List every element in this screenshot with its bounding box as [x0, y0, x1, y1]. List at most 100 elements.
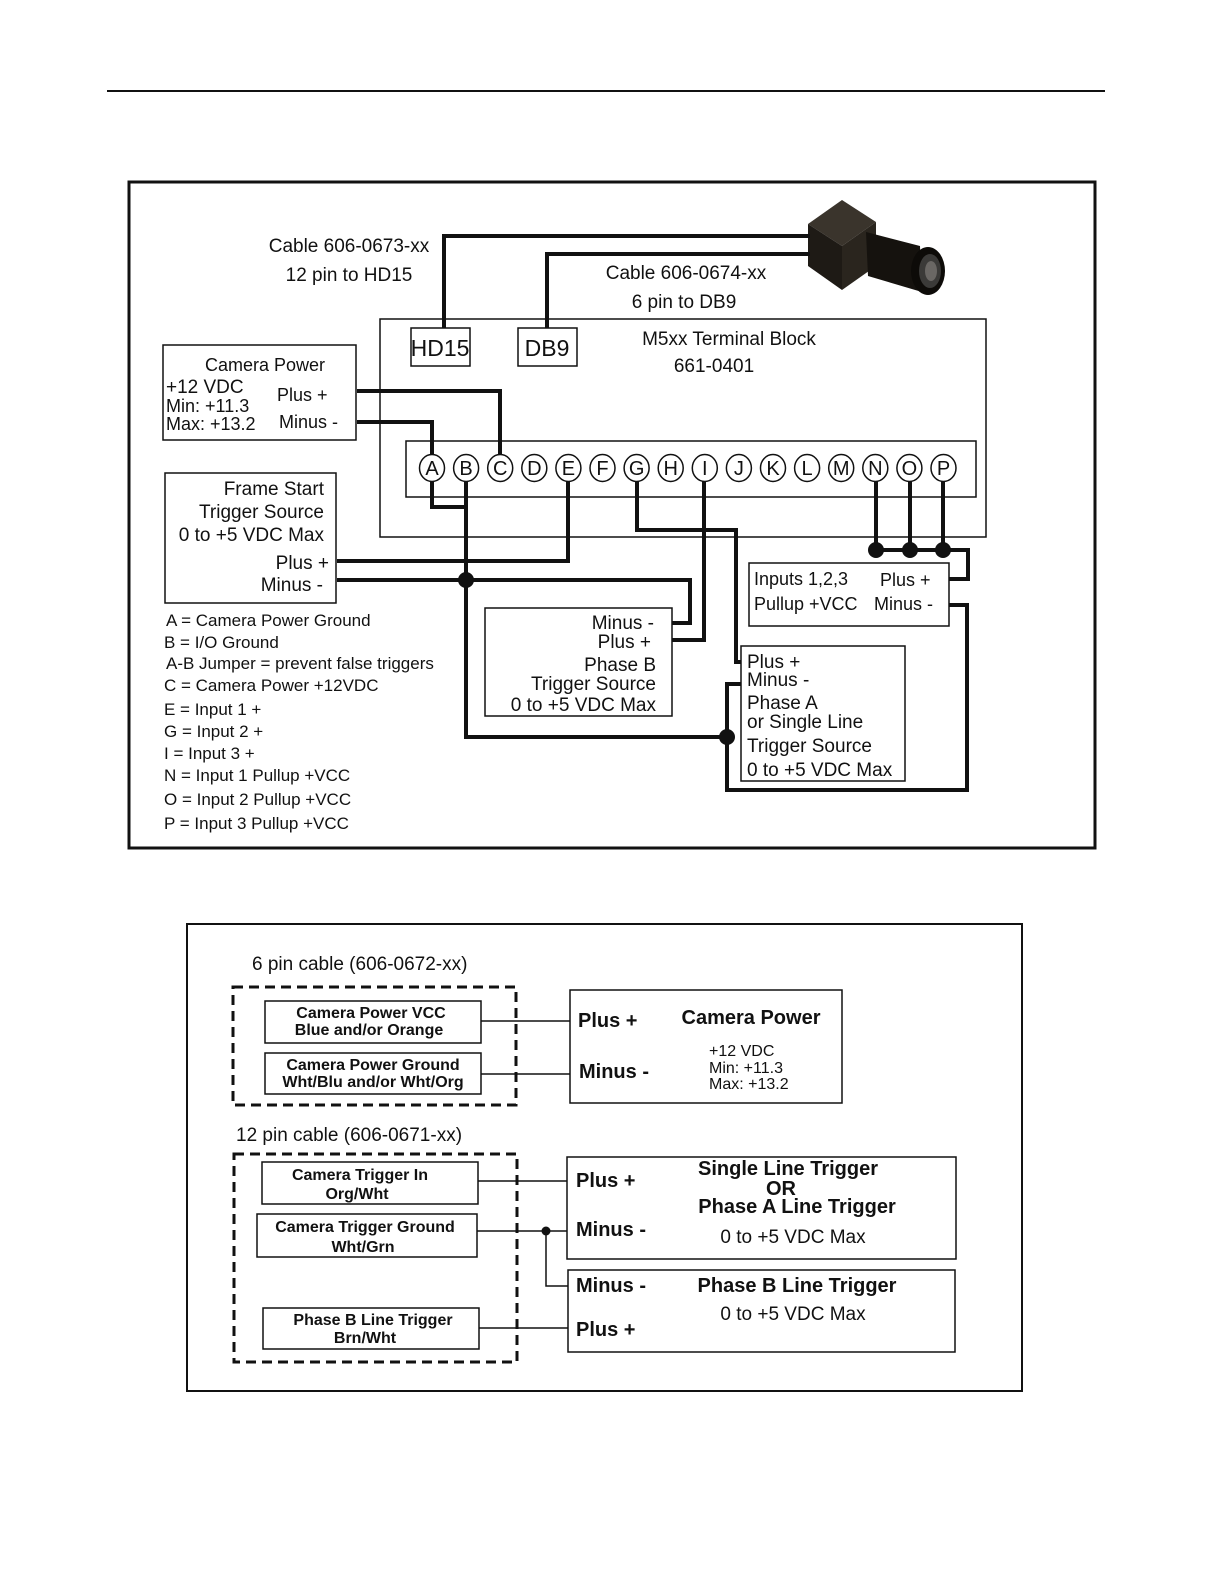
camera-power-min: Min: +11.3: [709, 1060, 783, 1077]
phase-a-box: [740, 645, 906, 782]
power-vcc-wire-box: [264, 1000, 482, 1044]
camera-power-box: [569, 989, 843, 1104]
cable2-label: Cable 606-0674-xx: [606, 263, 767, 284]
terminal-f: F: [589, 453, 616, 483]
terminal-label: I: [702, 458, 708, 480]
terminal-h: H: [657, 453, 684, 483]
terminal-circle: [862, 453, 889, 483]
single-line-box: [566, 1156, 957, 1260]
cable-db9-wire: [545, 252, 810, 328]
terminal-label: E: [562, 458, 575, 480]
cable2-sublabel: 6 pin to DB9: [632, 292, 737, 313]
terminal-circle: [759, 453, 787, 483]
camera-power-max: Max: +13.2: [709, 1076, 789, 1093]
phase-b-box: [484, 607, 673, 717]
camera-power-plus: Plus +: [277, 385, 328, 405]
terminal-i: I: [691, 453, 719, 483]
inputs-pullup-box: [748, 562, 950, 627]
terminal-e: E: [555, 453, 582, 483]
phase-b-range: 0 to +5 VDC Max: [511, 695, 657, 716]
trigger-in-wire-box: [261, 1161, 479, 1205]
camera-power-title: Camera Power: [682, 1007, 821, 1029]
legend-item: P = Input 3 Pullup +VCC: [164, 814, 349, 833]
frame-start-plus: Plus +: [276, 553, 329, 574]
phase-b-plus: Plus +: [598, 632, 651, 653]
terminal-label: L: [802, 458, 813, 480]
camera-power-minus: Minus -: [579, 1061, 649, 1083]
db9-label: DB9: [525, 335, 570, 361]
inputs-minus: Minus -: [874, 594, 933, 614]
terminal-circle: [555, 453, 582, 483]
db9-connector: [517, 327, 578, 367]
terminal-circle: [793, 453, 821, 483]
phase-a-single-line: or Single Line: [747, 712, 863, 733]
terminal-circle: [930, 453, 957, 483]
junction-dot: [935, 542, 951, 558]
terminal-g: G: [623, 453, 650, 483]
junction-dot: [868, 542, 884, 558]
terminal-circle: [725, 453, 753, 483]
terminal-d: D: [521, 453, 548, 483]
trigger-gnd-wire-box: [256, 1213, 478, 1258]
frame-minus-wire: [337, 578, 692, 625]
phase-b-plus: Plus +: [576, 1319, 635, 1341]
terminal-label: J: [734, 458, 744, 480]
phase-b-title: Phase B Line Trigger: [698, 1275, 897, 1297]
legend-item: A = Camera Power Ground: [166, 611, 371, 630]
legend-item: B = I/O Ground: [164, 633, 279, 652]
terminal-block-part: 661-0401: [674, 356, 754, 377]
phase-a-trigger: Trigger Source: [747, 736, 872, 757]
camera-power-voltage: +12 VDC: [166, 377, 244, 398]
terminal-circle: [827, 453, 855, 483]
terminal-label: B: [459, 458, 472, 480]
terminal-label: K: [766, 458, 780, 480]
terminal-a: A: [418, 453, 446, 483]
ab-jumper-wire: [430, 481, 466, 509]
terminal-n: N: [862, 453, 889, 483]
inputs-title: Inputs 1,2,3: [754, 569, 848, 589]
wiring: [337, 389, 970, 792]
phase-a-minus-wire: [725, 603, 969, 792]
terminal-label: D: [527, 458, 541, 480]
terminal-circle: [691, 453, 719, 483]
phase-a-title: Phase A Line Trigger: [698, 1196, 896, 1218]
camera-power-minus: Minus -: [279, 412, 338, 432]
camera-power-voltage: +12 VDC: [709, 1043, 774, 1060]
inputs-pullup: Pullup +VCC: [754, 594, 858, 614]
terminal-m: M: [827, 453, 855, 483]
junction-dot: [541, 1226, 551, 1236]
terminal-o: O: [896, 453, 923, 483]
phase-a-title: Phase A: [747, 693, 818, 714]
terminal-label: C: [493, 458, 507, 480]
trigger-gnd-label: Camera Trigger Ground: [275, 1219, 455, 1236]
single-line-range: 0 to +5 VDC Max: [720, 1227, 866, 1248]
power-vcc-label: Camera Power VCC: [296, 1005, 446, 1022]
terminal-circle: [589, 453, 616, 483]
terminal-j: J: [725, 453, 753, 483]
power-vcc-color: Blue and/or Orange: [295, 1022, 444, 1039]
phase-b-title: Phase B: [584, 655, 656, 676]
legend-item: A-B Jumper = prevent false triggers: [166, 654, 434, 673]
camera-power-min: Min: +11.3: [166, 396, 249, 416]
six-pin-title: 6 pin cable (606-0672-xx): [252, 954, 467, 975]
legend-item: G = Input 2 +: [164, 722, 263, 741]
legend-item: I = Input 3 +: [164, 744, 255, 763]
power-gnd-label: Camera Power Ground: [286, 1057, 459, 1074]
cable-wiring-diagram: 6 pin cable (606-0672-xx) Camera Power V…: [186, 923, 1023, 1392]
terminal-circle: [452, 453, 480, 483]
terminal-label: O: [902, 458, 918, 480]
terminal-circle: [418, 453, 446, 483]
twelve-pin-title: 12 pin cable (606-0671-xx): [236, 1125, 462, 1146]
twelve-pin-group: [232, 1152, 519, 1364]
junction-dot: [902, 542, 918, 558]
diagram2-frame: [186, 923, 1023, 1392]
trigger-in-label: Camera Trigger In: [292, 1167, 428, 1184]
terminal-label: N: [868, 458, 882, 480]
input2-wire: [635, 481, 741, 664]
phase-b-minus: Minus -: [592, 613, 654, 634]
six-pin-group: [231, 985, 518, 1107]
terminal-block-box: [379, 318, 987, 538]
cable1-sublabel: 12 pin to HD15: [286, 265, 413, 286]
